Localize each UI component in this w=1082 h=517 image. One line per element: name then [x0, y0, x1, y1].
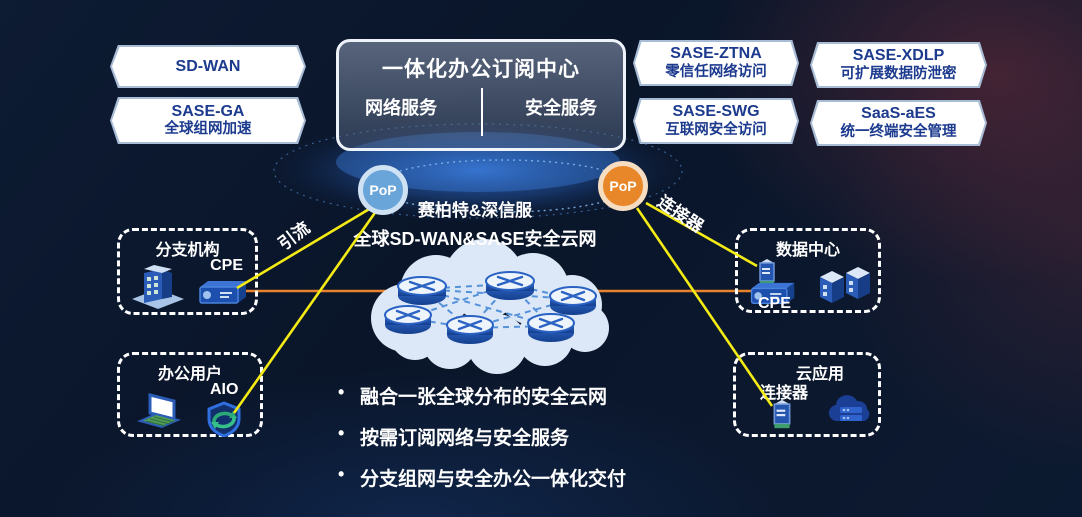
banner-saas-aes: SaaS-aES 统一终端安全管理 [810, 100, 987, 146]
banner-sase-ga: SASE-GA 全球组网加速 [110, 97, 306, 144]
banner-sase-ztna: SASE-ZTNA 零信任网络访问 [633, 40, 799, 86]
pop-label: PoP [369, 182, 397, 198]
office-title: 办公用户 [157, 366, 222, 383]
banner-title: SASE-XDLP [852, 47, 945, 65]
pop-node-left: PoP [358, 165, 408, 215]
network-service-label: 网络服务 [365, 98, 437, 118]
pop-label: PoP [609, 178, 637, 194]
cloud-servers-icon [828, 395, 870, 422]
banner-title: SASE-SWG [672, 103, 760, 121]
bullet-text: 按需订阅网络与安全服务 [360, 428, 570, 449]
branch-site-box: 分支机构 CPE [117, 228, 258, 315]
bullet-text: 融合一张全球分布的安全云网 [360, 387, 608, 408]
cloudapp-title: 云应用 [795, 366, 844, 383]
building-icon [132, 265, 184, 309]
shield-sync-icon [207, 401, 241, 437]
banner-subtitle: 互联网安全访问 [665, 121, 767, 138]
mesh-routers [384, 271, 597, 344]
branch-title: 分支机构 [155, 242, 220, 259]
router-icon [397, 276, 447, 305]
bullet-dot: • [338, 423, 345, 443]
router-icon [485, 271, 535, 300]
banner-subtitle: 零信任网络访问 [665, 63, 767, 80]
banner-title: SaaS-aES [861, 105, 936, 123]
router-icon [446, 315, 494, 344]
bullet-dot: • [338, 382, 345, 402]
laptop-icon [137, 393, 181, 429]
banner-fill [812, 102, 985, 144]
bullet-item: • 融合一张全球分布的安全云网 [338, 382, 698, 409]
datacenter-title: 数据中心 [775, 242, 840, 259]
subscription-center-title: 一体化办公订阅中心 [382, 58, 580, 81]
server-cubes-icon [820, 267, 870, 303]
banner-sase-swg: SASE-SWG 互联网安全访问 [633, 98, 799, 144]
banner-subtitle: 可扩展数据防泄密 [840, 65, 957, 82]
router-icon [549, 286, 597, 315]
office-device-label: AIO [210, 381, 239, 398]
banner-subtitle: 统一终端安全管理 [840, 123, 957, 140]
cloudapp-site-box: 云应用 连接器 [733, 352, 881, 437]
banner-sase-xdlp: SASE-XDLP 可扩展数据防泄密 [810, 42, 987, 88]
network-title-line2: 全球SD-WAN&SASE安全云网 [353, 229, 597, 249]
office-site-box: 办公用户 AIO [117, 352, 263, 437]
banner-fill [812, 44, 985, 86]
security-service-label: 安全服务 [525, 98, 597, 118]
router-icon [384, 305, 432, 334]
datacenter-device-label: CPE [758, 295, 791, 312]
security-cloud [371, 239, 609, 374]
branch-device-label: CPE [210, 257, 243, 274]
banner-sdwan: SD-WAN [110, 45, 306, 88]
banner-fill [112, 47, 304, 86]
bullet-item: • 按需订阅网络与安全服务 [338, 423, 698, 450]
router-icon [527, 313, 575, 342]
connector-label: 连接器 [653, 192, 707, 237]
feature-bullet-list: • 融合一张全球分布的安全云网 • 按需订阅网络与安全服务 • 分支组网与安全办… [338, 382, 698, 505]
traffic-steering-label: 引流 [274, 218, 314, 254]
bullet-text: 分支组网与安全办公一体化交付 [360, 469, 627, 490]
bullet-item: • 分支组网与安全办公一体化交付 [338, 464, 698, 491]
vm-server-icon [773, 399, 791, 429]
bullet-dot: • [338, 464, 345, 484]
cpe-appliance-icon [199, 281, 246, 304]
banner-fill [635, 42, 797, 84]
mesh-links [407, 283, 574, 329]
banner-title: SASE-ZTNA [670, 45, 762, 63]
banner-title: SD-WAN [175, 57, 241, 75]
subscription-center-box: 一体化办公订阅中心 网络服务 安全服务 [336, 39, 626, 151]
pop-node-right: PoP [598, 161, 648, 211]
service-divider [481, 88, 483, 136]
datacenter-site-box: 数据中心 CPE [735, 228, 881, 313]
banner-subtitle: 全球组网加速 [164, 121, 252, 138]
banner-title: SASE-GA [171, 102, 245, 120]
